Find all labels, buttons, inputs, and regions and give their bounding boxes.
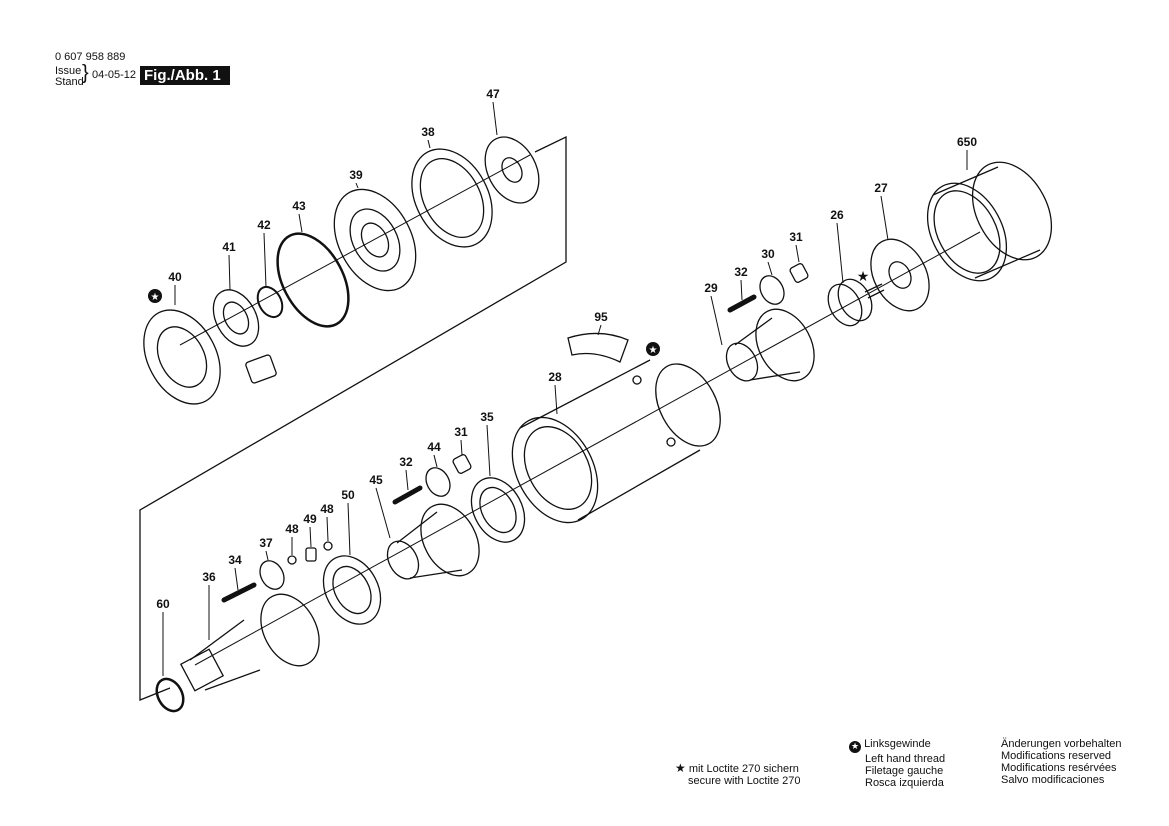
callout-31-lower: 31 <box>454 425 468 439</box>
part-28-housing <box>511 359 721 524</box>
callout-40: 40 <box>168 270 182 284</box>
callout-35: 35 <box>480 410 494 424</box>
legend-mod-en: Modifications reserved <box>1001 750 1112 762</box>
legend-left-thread-en: Left hand thread <box>865 753 946 765</box>
part-49-bushing <box>305 547 317 562</box>
legend-loctite-en: secure with Loctite 270 <box>688 775 801 787</box>
part-42-pliers-symbol <box>245 354 277 384</box>
issue-date: 04-05-12 <box>92 69 137 81</box>
part-50-seal <box>322 555 382 625</box>
part-34-pin <box>221 582 257 603</box>
callout-34: 34 <box>228 553 242 567</box>
legend-modifications: Änderungen vorbehalten Modifications res… <box>1001 738 1121 786</box>
stand-label: Stand <box>55 76 84 88</box>
callout-43: 43 <box>292 199 306 213</box>
part-27-washer <box>870 238 930 312</box>
frame-line-top <box>139 135 567 701</box>
part-36-output-shaft <box>179 593 320 692</box>
legend-left-thread-es: Rosca izquierda <box>865 777 944 789</box>
part-42-circlip <box>256 285 284 319</box>
legend-mod-es: Salvo modificaciones <box>1001 774 1105 786</box>
callout-28: 28 <box>548 370 562 384</box>
callout-47: 47 <box>486 87 500 101</box>
callout-49: 49 <box>303 512 317 526</box>
part-60-o-ring <box>155 677 185 713</box>
left-hand-thread-icon: ★ <box>646 342 660 356</box>
issue-label: Issue <box>55 65 82 77</box>
figure-label: Fig./Abb. 1 <box>140 66 230 85</box>
part-32-pin-lower <box>392 485 423 505</box>
part-30-planet-gear <box>759 275 785 305</box>
left-hand-thread-icon: ★ <box>148 289 162 303</box>
part-38-cup <box>411 148 493 248</box>
callout-41: 41 <box>222 240 236 254</box>
part-47-washer <box>484 136 540 204</box>
callout-32-lower: 32 <box>399 455 413 469</box>
callout-36: 36 <box>202 570 216 584</box>
part-39-ball-bearing <box>333 188 417 292</box>
legend-loctite-de: mit Loctite 270 sichern <box>688 763 799 775</box>
callout-38: 38 <box>421 125 435 139</box>
callout-60: 60 <box>156 597 170 611</box>
loctite-star-icon: ★ <box>857 269 870 285</box>
part-31-bushing-lower <box>452 454 472 474</box>
callout-650: 650 <box>957 135 977 149</box>
svg-text:★: ★ <box>151 292 160 303</box>
left-hand-thread-icon: ★ <box>849 741 861 753</box>
part-95-label <box>567 332 629 363</box>
callout-29: 29 <box>704 281 718 295</box>
callout-50: 50 <box>341 488 355 502</box>
callout-31-upper: 31 <box>789 230 803 244</box>
part-35-seal <box>470 477 526 543</box>
legend-mod-fr: Modifications resérvées <box>1001 762 1117 774</box>
part-31-bushing-upper <box>789 263 809 283</box>
callout-42: 42 <box>257 218 271 232</box>
callout-48-b: 48 <box>285 522 299 536</box>
callout-32-upper: 32 <box>734 265 748 279</box>
part-40-ring-nut <box>143 309 221 405</box>
callout-45: 45 <box>369 473 383 487</box>
part-32-pin-upper <box>727 294 757 313</box>
part-43-o-ring <box>276 232 350 328</box>
callout-39: 39 <box>349 168 363 182</box>
part-number: 0 607 958 889 <box>55 51 126 63</box>
callout-95: 95 <box>594 310 608 324</box>
callout-48-a: 48 <box>320 502 334 516</box>
loctite-star-icon: ★ <box>675 761 686 775</box>
callout-27: 27 <box>874 181 888 195</box>
callout-37: 37 <box>259 536 273 550</box>
callout-30: 30 <box>761 247 775 261</box>
svg-text:★: ★ <box>649 345 658 356</box>
part-44-planet-gear <box>425 467 451 497</box>
part-29-planet-carrier <box>725 308 815 382</box>
part-45-planet-carrier <box>386 503 480 580</box>
legend-left-thread: ★ Linksgewinde Left hand thread Filetage… <box>849 738 945 789</box>
part-41-bearing <box>212 289 260 347</box>
callout-26: 26 <box>830 208 844 222</box>
axis-lower <box>194 231 981 666</box>
part-37-planet-gear <box>259 560 285 590</box>
part-48-washer-a <box>323 541 333 551</box>
legend-left-thread-de: Linksgewinde <box>864 738 931 750</box>
part-26-pinion <box>827 278 885 327</box>
legend-left-thread-fr: Filetage gauche <box>865 765 944 777</box>
leader-lines <box>162 101 968 676</box>
part-650-sleeve <box>926 161 1053 282</box>
legend-loctite: ★ mit Loctite 270 sichern secure with Lo… <box>675 762 801 787</box>
brace: } <box>82 62 89 84</box>
part-48-washer-b <box>287 555 297 565</box>
callout-44: 44 <box>427 440 441 454</box>
legend-mod-de: Änderungen vorbehalten <box>1001 738 1122 750</box>
